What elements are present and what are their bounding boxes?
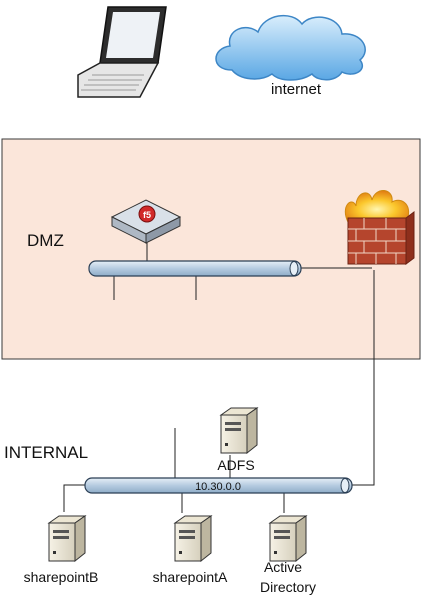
server-icon	[174, 515, 212, 562]
active-directory-label-line2: Directory	[260, 579, 316, 595]
sharepoint-a-label: sharepointA	[153, 569, 228, 585]
internal-label: INTERNAL	[4, 443, 88, 462]
dmz-label: DMZ	[27, 231, 64, 250]
internal-network-bus	[84, 477, 353, 494]
server-icon	[220, 407, 258, 454]
adfs-label: ADFS	[217, 457, 254, 473]
subnet-label: 10.30.0.0	[195, 481, 241, 493]
internet-label: internet	[271, 81, 322, 98]
laptop-icon	[77, 6, 167, 98]
f5-load-balancer-icon: f5	[110, 199, 182, 244]
dmz-network-bus	[88, 260, 302, 277]
svg-text:f5: f5	[143, 210, 151, 220]
firewall-icon	[344, 190, 415, 265]
server-icon	[48, 515, 86, 562]
sharepoint-b-label: sharepointB	[24, 569, 99, 585]
active-directory-label-line1: Active	[264, 559, 302, 575]
server-icon	[269, 515, 307, 562]
cloud-icon	[215, 14, 366, 81]
